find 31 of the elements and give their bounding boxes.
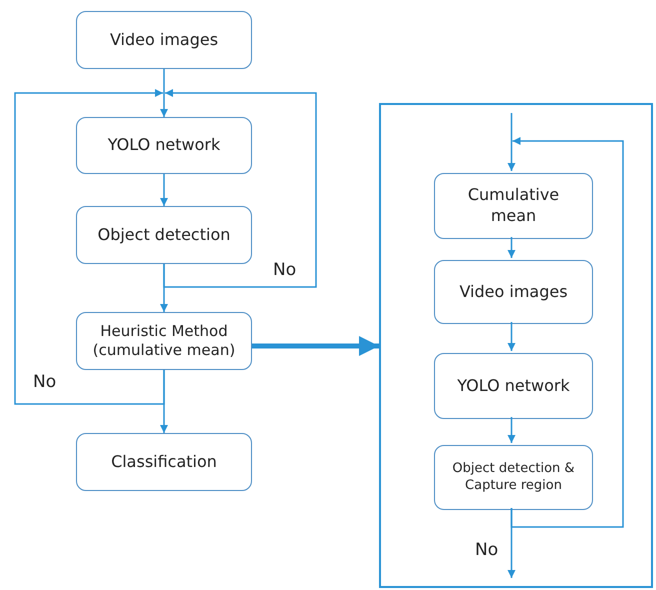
arrow	[508, 322, 516, 351]
arrow	[160, 69, 168, 117]
arrow	[508, 237, 516, 258]
box-label: Classification	[111, 452, 217, 472]
box-label: Video images	[459, 282, 568, 302]
box-label: Heuristic Method (cumulative mean)	[92, 322, 236, 360]
box-label: Object detection & Capture region	[451, 460, 576, 494]
arrow	[14, 89, 165, 405]
process-box	[434, 260, 593, 324]
arrow	[160, 174, 168, 206]
process-box	[76, 11, 252, 69]
process-box	[76, 312, 252, 370]
process-box	[434, 445, 593, 510]
box-label: YOLO network	[108, 135, 220, 156]
process-box	[76, 433, 252, 491]
arrow	[508, 417, 516, 443]
process-box	[434, 173, 593, 239]
process-box	[76, 206, 252, 264]
process-box	[434, 353, 593, 419]
box-label: Video images	[110, 30, 218, 50]
process-box	[76, 117, 252, 174]
arrow	[508, 113, 516, 171]
arrow	[160, 370, 168, 433]
box-label: YOLO network	[457, 376, 570, 396]
arrow	[163, 89, 317, 288]
panel-frame	[379, 103, 653, 588]
arrow	[510, 137, 624, 528]
box-label: Cumulative mean	[466, 185, 560, 227]
box-label: Object detection	[98, 224, 230, 246]
arrow	[508, 508, 516, 578]
arrow	[252, 336, 379, 356]
